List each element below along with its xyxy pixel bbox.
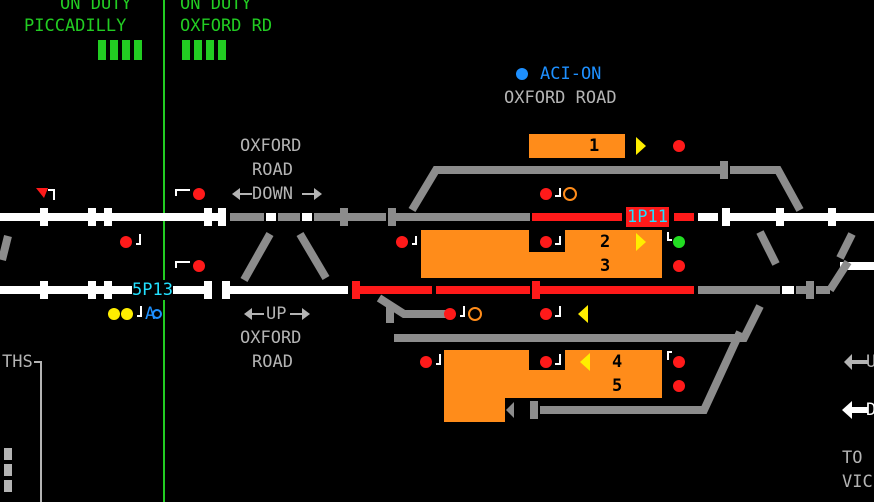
signal-red-icon [673, 356, 685, 368]
right-up-label: U [866, 352, 874, 372]
oxford-road-station-label: OXFORD ROAD [504, 88, 617, 108]
piccadilly-status: ON DUTY [60, 0, 132, 14]
down-main-track[interactable] [0, 208, 874, 226]
platform-2-arrow-icon [636, 233, 646, 251]
signal-red-icon [673, 380, 685, 392]
loop-joints [386, 161, 728, 419]
signal-green-icon [673, 236, 685, 248]
signal-red-icon [673, 260, 685, 272]
platform-4-number: 4 [612, 352, 623, 372]
up-loop-arrow-icon [578, 305, 588, 323]
signal-red-icon [540, 236, 552, 248]
aspect-indicator-icon [152, 309, 162, 319]
shunt-signal-icon [468, 307, 482, 321]
right-down-label: D [866, 400, 874, 420]
shunt-signal-icon [563, 187, 577, 201]
aci-indicator-icon [516, 68, 528, 80]
signal-red-icon [540, 188, 552, 200]
platform-5-number: 5 [612, 376, 623, 396]
signal-red-icon [396, 236, 408, 248]
right-to-label: TO [842, 448, 863, 468]
buffer-stop-icon [506, 402, 514, 418]
train-description-down[interactable]: 1P11 [626, 207, 669, 227]
platform-1[interactable] [529, 134, 625, 158]
left-edge-markers [4, 361, 42, 502]
direction-arrows [232, 188, 322, 320]
up-label-line1: UP [266, 304, 287, 324]
platform-1-number: 1 [589, 136, 600, 156]
signal-red-icon [420, 356, 432, 368]
platform-1-arrow-icon [636, 137, 646, 155]
down-label-line2: ROAD [252, 160, 293, 180]
signal-posts [136, 188, 672, 365]
loop-tracks[interactable] [0, 166, 856, 414]
signals[interactable] [36, 140, 685, 392]
signal-yellow-icon [121, 308, 133, 320]
platform-2-3[interactable] [421, 230, 662, 278]
oxford-rd-lever-indicators [182, 40, 226, 60]
aspect-label: A [145, 304, 156, 324]
signal-red-icon [540, 356, 552, 368]
signal-flag-icon [36, 188, 48, 198]
oxford-rd-status: ON DUTY [180, 0, 252, 14]
down-label-line3: DOWN [252, 184, 293, 204]
up-label-line3: ROAD [252, 352, 293, 372]
signal-red-icon [120, 236, 132, 248]
platform-2-number: 2 [600, 232, 611, 252]
train-description-up[interactable]: 5P13 [132, 280, 173, 300]
signal-yellow-icon [108, 308, 120, 320]
signal-red-icon [540, 308, 552, 320]
piccadilly-location: PICCADILLY [24, 16, 127, 36]
platform-3-number: 3 [600, 256, 611, 276]
left-edge-label: THS [2, 352, 33, 372]
down-label-line1: OXFORD [240, 136, 302, 156]
aci-label: ACI-ON [540, 64, 602, 84]
platform-4-arrow-icon [580, 353, 590, 371]
signal-red-icon [673, 140, 685, 152]
right-vic-label: VIC [842, 472, 873, 492]
piccadilly-lever-indicators [98, 40, 142, 60]
signal-red-icon [193, 260, 205, 272]
platform-4-5[interactable] [444, 350, 662, 422]
up-label-line2: OXFORD [240, 328, 302, 348]
signal-red-icon [444, 308, 456, 320]
right-edge-arrows [842, 354, 868, 419]
oxford-rd-location: OXFORD RD [180, 16, 273, 36]
signal-red-icon [193, 188, 205, 200]
